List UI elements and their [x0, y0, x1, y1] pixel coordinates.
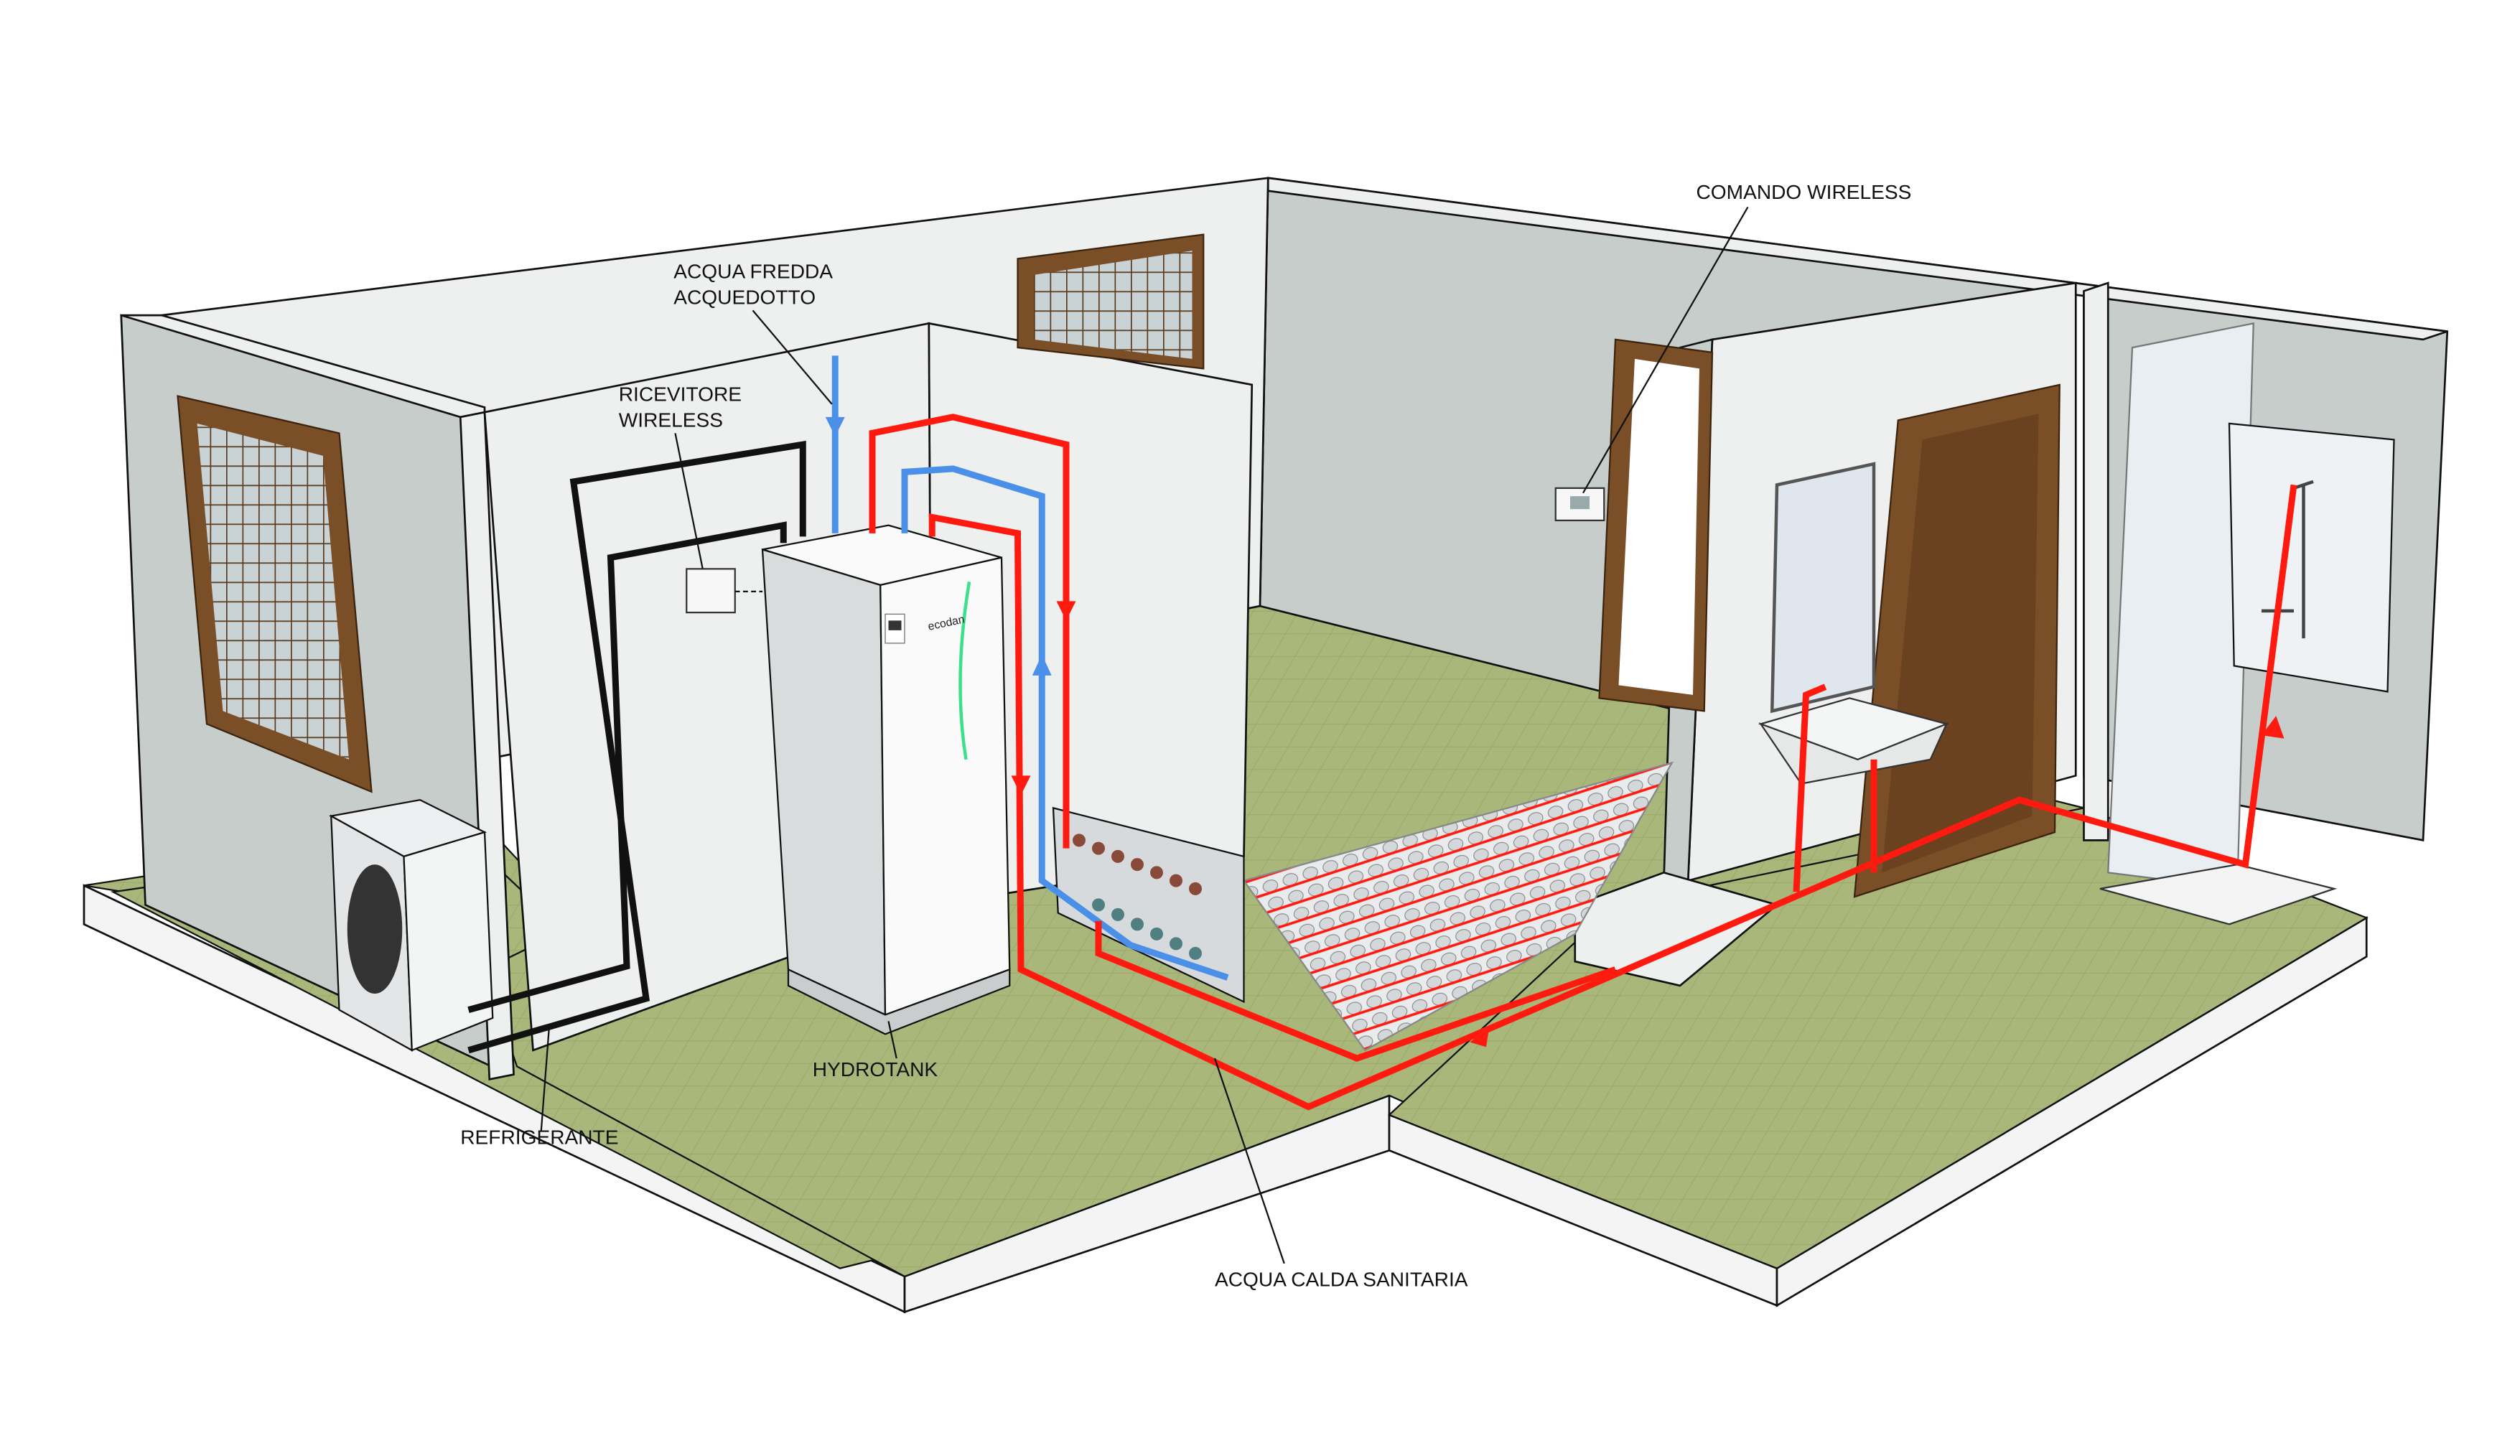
- label-hydrotank: HYDROTANK: [813, 1058, 938, 1081]
- label-receiver-line1: RICEVITORE: [619, 383, 742, 405]
- cold-water-pipes: [825, 355, 1229, 981]
- manifold: [1052, 806, 1245, 1004]
- label-wireless-control: COMANDO WIRELESS: [1697, 181, 1912, 203]
- hydrotank-unit: ecodan: [761, 524, 1011, 1035]
- shower: [2099, 322, 2395, 925]
- wireless-control-device: [1554, 487, 1605, 521]
- wireless-receiver-device: [686, 568, 762, 614]
- window-left: [177, 395, 373, 793]
- refrigerant-pipes: [467, 440, 806, 1054]
- underfloor-heating: [1242, 761, 1674, 1052]
- label-cold-water-line2: ACQUEDOTTO: [673, 286, 816, 308]
- hot-water-pipes: [869, 414, 2297, 1111]
- label-cold-water-line1: ACQUA FREDDA: [673, 260, 833, 282]
- window-back: [1017, 233, 1205, 370]
- mirror: [1770, 462, 1876, 714]
- outdoor-heat-pump-unit: [328, 798, 494, 1052]
- label-hot-water: ACQUA CALDA SANITARIA: [1215, 1268, 1468, 1290]
- door-back: [1598, 338, 1714, 712]
- label-refrigerant: REFRIGERANTE: [460, 1126, 618, 1148]
- label-leaders: [540, 206, 1749, 1264]
- label-receiver-line2: WIRELESS: [619, 409, 723, 431]
